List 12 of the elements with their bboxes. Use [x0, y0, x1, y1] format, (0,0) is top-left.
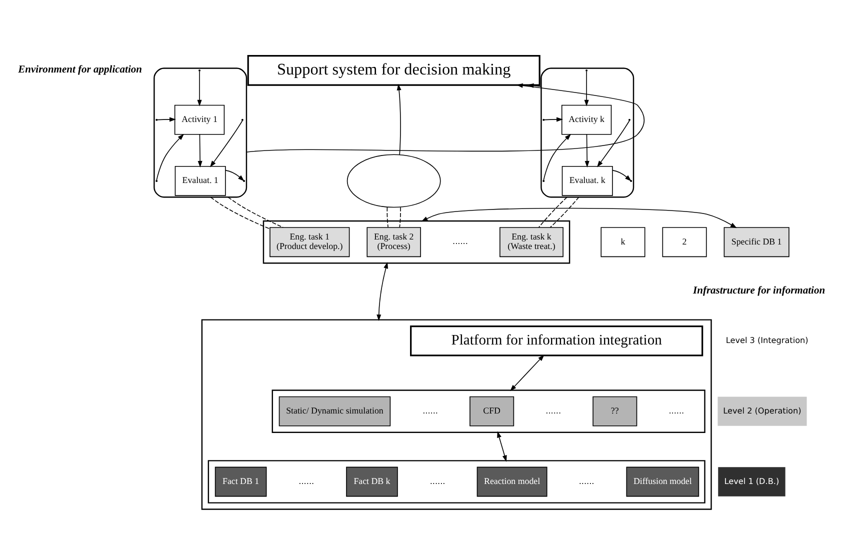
label: ...... — [422, 405, 438, 416]
label: Level 1 (D.B.) — [724, 476, 780, 486]
label: Level 3 (Integration) — [726, 334, 808, 345]
label: ...... — [668, 405, 684, 416]
label: Level 2 (Operation) — [723, 405, 802, 416]
label: ...... — [430, 476, 446, 486]
label: ...... — [298, 476, 314, 486]
label: ...... — [546, 405, 562, 416]
label: ...... — [452, 236, 468, 246]
label: Infrastructure for information — [693, 285, 826, 296]
label: ...... — [578, 476, 594, 486]
label: Environment for application — [18, 64, 142, 76]
